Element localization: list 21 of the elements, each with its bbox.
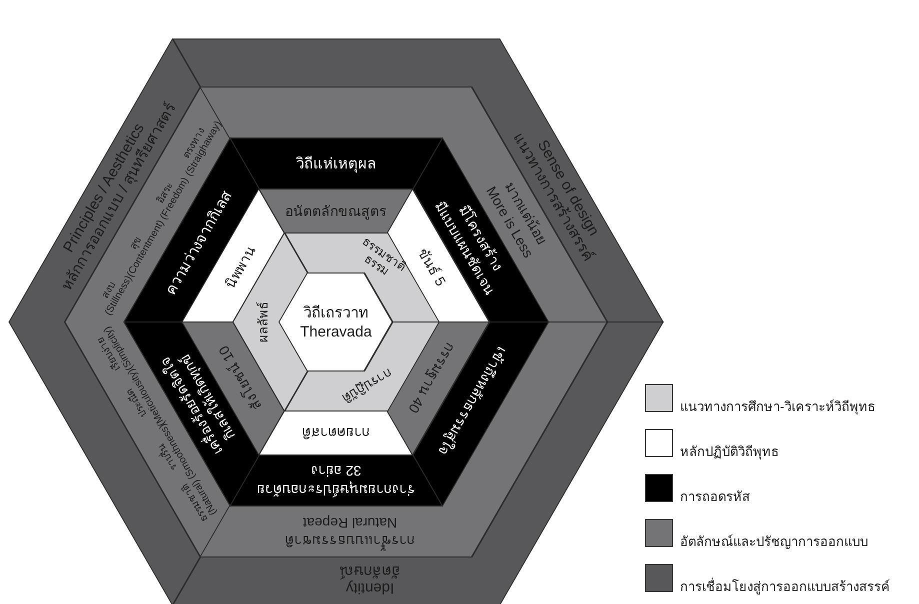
segment-label: Identity xyxy=(346,580,394,597)
segment-label: Natural Repeat xyxy=(302,514,398,532)
segment-label: 32 อย่าง xyxy=(310,462,362,480)
ring-segment xyxy=(259,411,413,455)
ring-segment xyxy=(230,455,442,506)
legend-label: หลักปฏิบัติวิถีพุทธ xyxy=(680,443,779,461)
segment-label: Theravada xyxy=(300,323,372,341)
segment-label: ร่างกายมนุษย์ประกอบด้วย xyxy=(256,482,415,498)
legend-label: การเชื่อมโยงสู่การออกแบบสร้างสรรค์ xyxy=(680,578,890,596)
segment-label: ผลลัพธ์ xyxy=(256,302,272,342)
segment-label: อัตลักษณ์ xyxy=(339,562,400,580)
segment-label: การซ้ำแบบธรรมชาติ xyxy=(284,532,415,550)
segment-label: วิถีแห่เหตุผล xyxy=(296,155,376,173)
ring-segment xyxy=(259,189,413,233)
legend-label: การถอดรหัส xyxy=(680,488,750,506)
segment-label: กายคตาสติ xyxy=(302,424,370,442)
segment-label: วิถีเถรวาท xyxy=(303,304,368,322)
legend-label: แนวทางการศึกษา-วิเคราะห์วิถีพุทธ xyxy=(680,398,876,416)
segment-label: อนัตตลักขณสูตร xyxy=(284,202,387,220)
legend-label: อัตลักษณ์และปรัชญาการออกแบบ xyxy=(680,533,868,551)
ring-segment xyxy=(230,138,442,189)
